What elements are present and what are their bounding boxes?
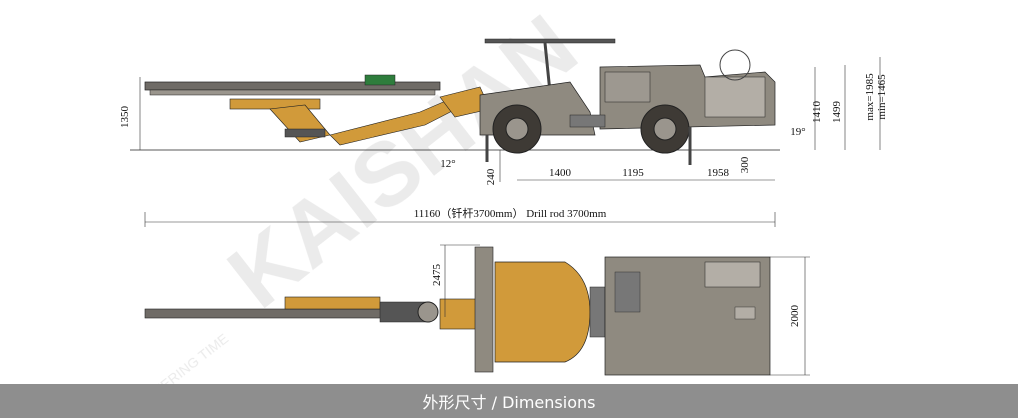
dim-width-front: 2475: [431, 264, 443, 287]
dim-rear-length: 1958: [707, 167, 730, 179]
dim-front-span: 1400: [549, 167, 572, 179]
dim-boom-height: 1350: [119, 106, 131, 129]
dim-ground-clearance: 240: [485, 168, 497, 185]
angle-front: 12°: [440, 158, 455, 170]
front-chassis: [479, 81, 596, 154]
footer-caption: 外形尺寸 / Dimensions: [422, 393, 596, 412]
top-view: 2475 2000: [144, 244, 810, 376]
drill-boom: [144, 74, 491, 146]
dim-width-rear: 2000: [789, 305, 801, 328]
footer-bar: 外形尺寸 / Dimensions: [0, 384, 1018, 418]
dim-wheelbase: 1195: [622, 167, 644, 179]
dim-rear-clearance: 300: [739, 156, 751, 173]
dim-height-1410: 1410: [811, 101, 823, 124]
dim-height-range: max=1985min=1465: [864, 73, 888, 121]
dim-overall-length: 11160（钎杆3700mm） Drill rod 3700mm: [414, 206, 607, 220]
angle-rear: 19°: [790, 126, 805, 138]
dim-height-1499: 1499: [831, 101, 843, 124]
side-view: 1350 240 1400 1195 1958 300 12° 19° 1410…: [119, 38, 888, 227]
rear-chassis: [569, 49, 776, 154]
